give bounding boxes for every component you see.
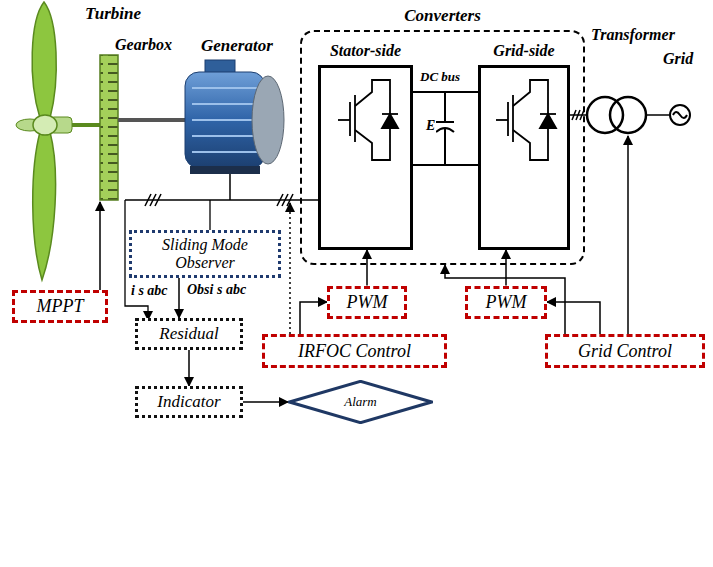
process-box: Indicator bbox=[135, 386, 243, 418]
control-arrow bbox=[289, 203, 291, 334]
grid-source-symbol bbox=[670, 105, 690, 125]
node-text: PWM bbox=[486, 292, 527, 313]
mppt-arrow bbox=[99, 202, 101, 290]
connector-arrow bbox=[366, 250, 368, 286]
generator-figure bbox=[185, 60, 284, 174]
part-label: Generator bbox=[200, 36, 274, 56]
part-label: Turbine bbox=[84, 4, 142, 24]
transformer-symbol bbox=[587, 97, 670, 133]
connector-arrow bbox=[188, 350, 190, 386]
turbine-figure bbox=[16, 2, 100, 280]
alarm-diamond: Alarm bbox=[288, 380, 433, 424]
node-text: MPPT bbox=[37, 296, 84, 317]
node-text: Grid-side bbox=[481, 42, 567, 60]
converter-box: Stator-side bbox=[318, 65, 413, 250]
node-text: IRFOC Control bbox=[298, 341, 411, 362]
shaft bbox=[118, 118, 185, 122]
part-label: Gearbox bbox=[114, 36, 173, 54]
cable bbox=[229, 174, 231, 200]
part-label: i s abc bbox=[130, 283, 169, 299]
connector-arrow bbox=[547, 302, 600, 334]
converter-group: ConvertersStator-sideGrid-side bbox=[300, 30, 585, 265]
signal-label: Obsi s abc bbox=[186, 282, 247, 298]
node-text: Sliding Mode Observer bbox=[132, 236, 278, 271]
node-text: Converters bbox=[302, 6, 583, 26]
part-label: Transformer bbox=[590, 26, 676, 44]
connector-arrow bbox=[300, 302, 327, 334]
control-box: PWM bbox=[327, 286, 407, 319]
converter-box: Grid-side bbox=[478, 65, 570, 250]
igbt-symbol bbox=[496, 80, 556, 160]
grid-control-arrow bbox=[627, 136, 629, 334]
connector-arrow bbox=[445, 265, 565, 334]
process-box: Residual bbox=[135, 318, 243, 350]
control-box: IRFOC Control bbox=[262, 334, 447, 368]
part-label: E bbox=[425, 118, 436, 134]
control-box: MPPT bbox=[12, 290, 108, 323]
dc-bus bbox=[413, 92, 478, 165]
part-label: DC bus bbox=[419, 70, 461, 85]
node-text: Indicator bbox=[157, 392, 220, 412]
node-text: Grid Control bbox=[578, 341, 672, 362]
node-text: PWM bbox=[347, 292, 388, 313]
gearbox-figure bbox=[100, 55, 118, 200]
connector-arrow bbox=[505, 250, 507, 286]
observer-box: Sliding Mode Observer bbox=[129, 230, 281, 278]
connector-arrow bbox=[178, 278, 180, 318]
three-phase-line bbox=[125, 194, 318, 206]
control-box: Grid Control bbox=[545, 334, 705, 368]
connector-arrow bbox=[243, 401, 288, 403]
node-text: Stator-side bbox=[321, 42, 410, 60]
node-text: Residual bbox=[159, 324, 219, 344]
node-text: Alarm bbox=[344, 394, 377, 410]
igbt-symbol bbox=[338, 80, 398, 160]
control-box: PWM bbox=[465, 286, 547, 319]
part-label: Grid bbox=[662, 50, 694, 68]
